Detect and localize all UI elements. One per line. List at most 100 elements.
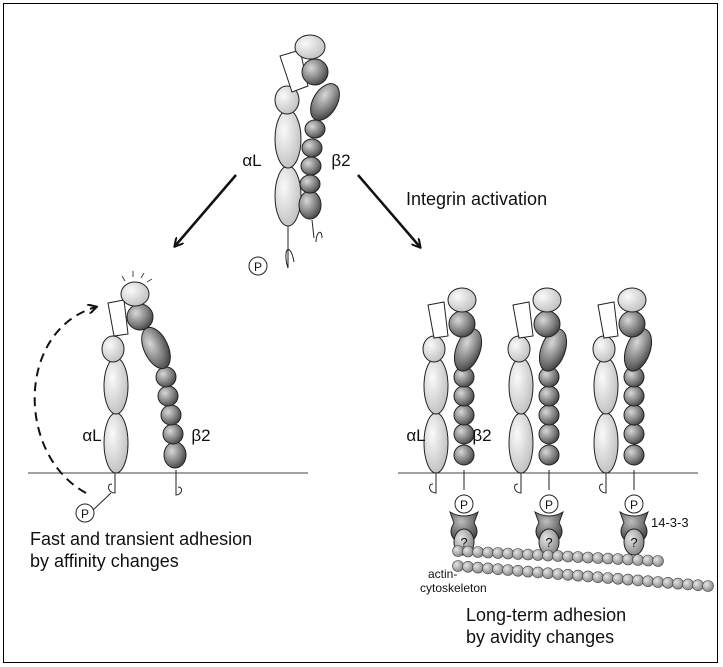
beta-domain [454,424,474,444]
actin-bead [493,548,504,559]
actin-bead [603,573,614,584]
beta-propeller [108,300,128,336]
actin-bead [623,554,634,565]
beta-domain [539,424,559,444]
actin-bead [683,579,694,590]
unknown-label: ? [545,535,552,550]
beta-domain [164,442,186,468]
arrow-to-affinity [175,175,236,246]
alpha-domain [104,358,128,414]
alpha-domain [275,110,301,168]
actin-bead [633,555,644,566]
alpha-l-label: αL [242,151,261,170]
beta-domain [127,304,153,330]
alpha-domain [593,336,615,362]
alpha-domain [508,336,530,362]
fourteen-three-three-label: 14-3-3 [651,515,689,530]
actin-bead [513,549,524,560]
actin-bead [623,574,634,585]
beta-propeller [513,302,533,338]
beta-domain [163,424,183,444]
alpha-domain [104,413,128,473]
integrin-extended: P? [593,288,657,555]
alpha-domain [102,336,124,362]
beta-domain [300,175,320,193]
actin-bead [573,570,584,581]
beta-domain [301,157,321,175]
actin-bead [553,569,564,580]
left-caption-line1: Fast and transient adhesion [30,529,252,549]
beta-domain [619,311,645,337]
actin-bead [533,567,544,578]
beta-domain [299,191,321,219]
actin-bead [523,566,534,577]
beta-domain [156,367,176,387]
phospho-label: P [545,498,553,512]
actin-bead [453,546,464,557]
actin-bead [483,547,494,558]
actin-bead [613,573,624,584]
actin-bead [563,569,574,580]
beta-domain [454,405,474,425]
beta-domain [454,445,474,465]
actin-bead [553,551,564,562]
phospho-label: P [460,498,468,512]
activation-sparks [122,271,152,282]
alpha-head [295,35,325,59]
integrin-cluster: P?P?P? [423,288,657,555]
actin-bead [473,547,484,558]
beta-domain [624,424,644,444]
beta-domain [305,120,325,138]
beta-domain [302,59,328,85]
left-caption-line2: by affinity changes [30,551,179,571]
alpha-head [121,282,149,306]
beta-domain [624,405,644,425]
beta-domain [302,139,322,157]
beta-2-label: β2 [191,426,210,445]
alpha-head [533,288,561,312]
beta-domain [454,386,474,406]
alpha-l-label: αL [82,426,101,445]
actin-bead [503,548,514,559]
actin-bead [593,572,604,583]
actin-bead [523,549,534,560]
integrin-affinity [102,282,186,495]
beta-2-label: β2 [472,426,491,445]
alpha-domain [424,358,448,414]
actin-bead [583,571,594,582]
actin-bead [703,581,714,592]
actin-bead [563,551,574,562]
actin-bead [663,577,674,588]
actin-bead [493,564,504,575]
inside-out-dashed-arrow [35,307,96,493]
beta-domain [305,79,346,126]
beta-domain [624,386,644,406]
beta-domain [539,405,559,425]
beta-domain [161,405,181,425]
actin-bead [513,565,524,576]
actin-bead [533,550,544,561]
alpha-domain [594,358,618,414]
alpha-domain [423,336,445,362]
alpha-domain [424,413,448,473]
right-caption-line2: by avidity changes [466,627,614,647]
beta-domain [158,386,178,406]
actin-bead [583,552,594,563]
actin-bead [643,576,654,587]
actin-bead [573,552,584,563]
beta-propeller [428,302,448,338]
beta-domain [534,311,560,337]
actin-bead [633,575,644,586]
integrin-extended: P? [508,288,572,555]
beta-domain [449,311,475,337]
alpha-l-label: αL [406,426,425,445]
beta-domain [624,445,644,465]
actin-bead [653,577,664,588]
actin-bead [483,563,494,574]
unknown-label: ? [630,535,637,550]
actin-bead [693,580,704,591]
alpha-domain [275,166,301,226]
beta-domain [539,386,559,406]
beta-domain [539,445,559,465]
